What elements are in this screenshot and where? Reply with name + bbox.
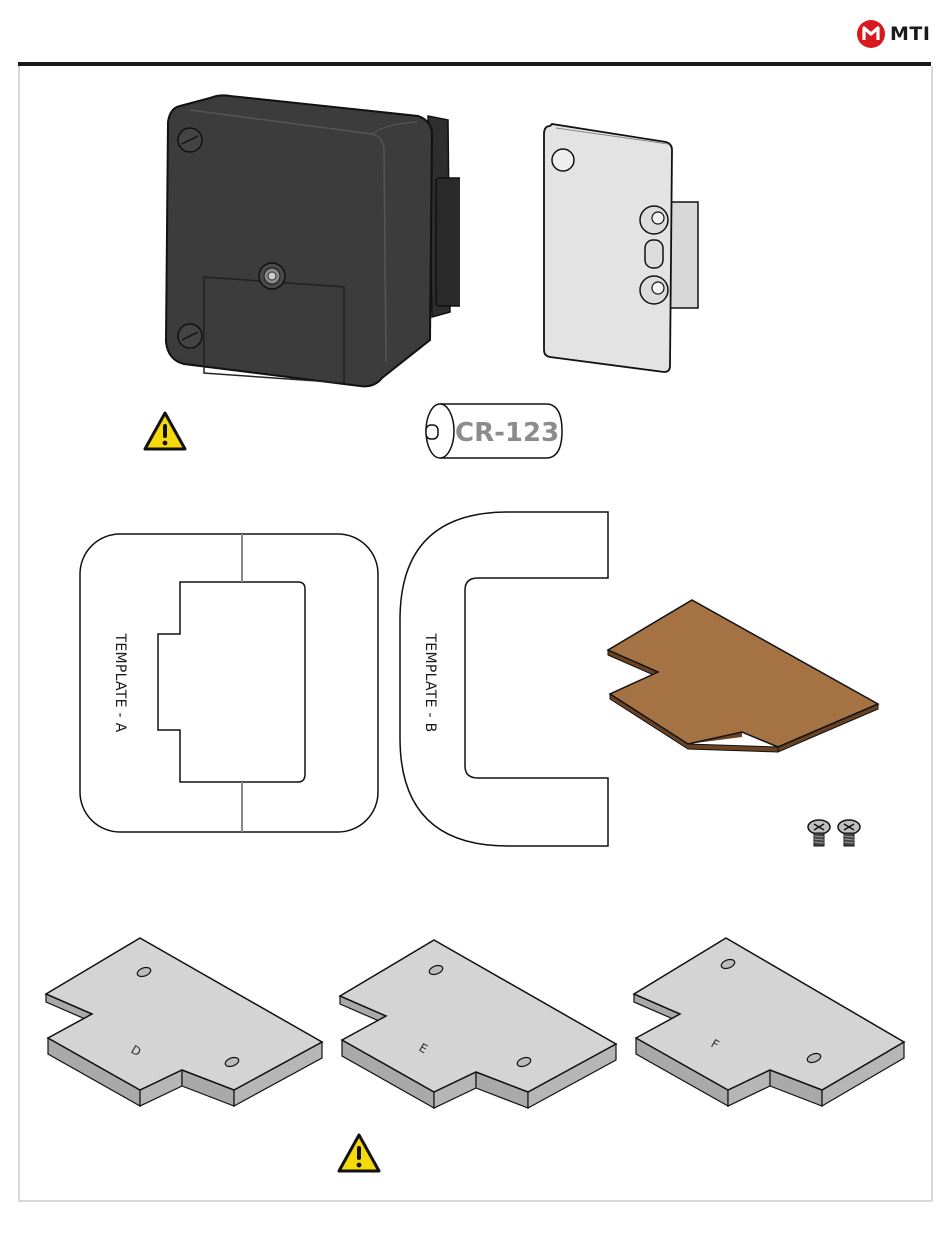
warning-triangle-icon <box>336 1132 382 1174</box>
mounting-plate-f: F <box>632 934 916 1110</box>
battery-illustration: CR-123 <box>418 400 568 462</box>
mti-logo-icon <box>856 19 886 49</box>
brand-name: MTI <box>890 23 930 45</box>
warning-triangle-icon <box>142 410 188 452</box>
mounting-plate-d: D <box>44 934 328 1110</box>
template-a-label: TEMPLATE - A <box>112 613 128 753</box>
adhesive-pad-illustration <box>600 594 884 758</box>
screw-icon <box>806 818 864 848</box>
template-b-label: TEMPLATE - B <box>422 613 438 753</box>
lock-body-illustration <box>160 92 460 392</box>
striker-plate-illustration <box>540 120 710 380</box>
brand-logo: MTI <box>856 18 936 50</box>
mounting-plate-e: E <box>338 936 622 1112</box>
battery-label: CR-123 <box>455 418 559 448</box>
